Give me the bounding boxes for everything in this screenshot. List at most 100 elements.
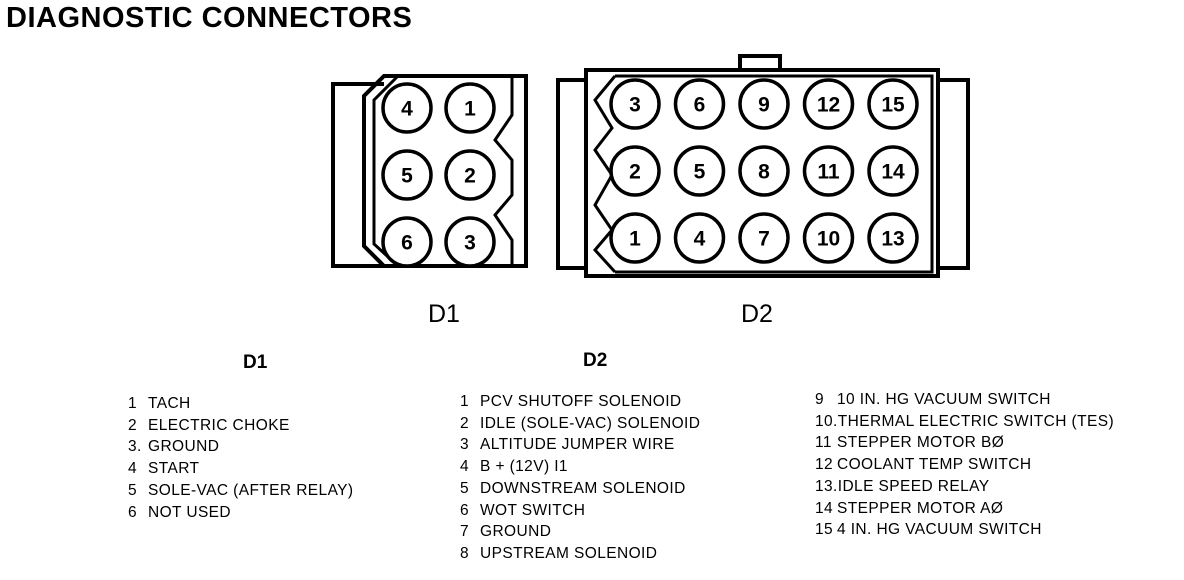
legend-item-text: SOLE-VAC (AFTER RELAY): [148, 481, 354, 499]
legend-item-number: 4: [460, 458, 470, 476]
d2-pin-6: [673, 78, 726, 130]
d2-pin-label-8: 8: [758, 161, 770, 184]
d2a-legend-item: 8 UPSTREAM SOLENOID: [460, 543, 700, 565]
legend-item-number: 15: [815, 521, 834, 539]
legend-item-text: STEPPER MOTOR BØ: [837, 434, 1005, 452]
legend-item-number: 6: [460, 501, 470, 519]
d1-pin-label-4: 4: [401, 98, 413, 121]
legend-item-text: GROUND: [148, 438, 220, 456]
d1-pin-label-5: 5: [401, 165, 413, 188]
d2-pin-label-15: 15: [881, 94, 905, 117]
d2-pin-4: [673, 212, 726, 264]
d2a-legend-item: 1 PCV SHUTOFF SOLENOID: [460, 391, 700, 413]
legend-item-text: ELECTRIC CHOKE: [148, 416, 290, 434]
legend-item-number: 1: [460, 393, 470, 410]
d1-connector-label: D1: [428, 300, 460, 328]
legend-item-number: 9: [815, 391, 825, 408]
legend-item-text: IDLE SPEED RELAY: [837, 477, 990, 495]
legend-item-text: COOLANT TEMP SWITCH: [837, 456, 1032, 474]
d2b-legend-item: 10.THERMAL ELECTRIC SWITCH (TES): [815, 411, 1114, 433]
d2-pin-1: [609, 212, 661, 264]
d1-legend-item: 4 START: [128, 458, 353, 480]
d2-pin-label-7: 7: [758, 228, 770, 251]
legend-item-text: 4 IN. HG VACUUM SWITCH: [837, 521, 1042, 539]
legend-item-number: 1: [128, 395, 138, 412]
d2-pin-label-3: 3: [629, 94, 641, 117]
d2a-legend-item: 6 WOT SWITCH: [460, 500, 700, 522]
d2-legend-heading: D2: [583, 350, 608, 371]
legend-item-text: ALTITUDE JUMPER WIRE: [480, 436, 675, 454]
d2-pin-8: [738, 145, 790, 197]
d1-pin-5: [381, 149, 433, 201]
d1-pin-label-1: 1: [464, 98, 476, 121]
legend-item-text: START: [148, 460, 200, 478]
d2-connector-housing: [556, 54, 970, 278]
d2-pin-label-5: 5: [694, 161, 706, 184]
d2b-legend-item: 9 10 IN. HG VACUUM SWITCH: [815, 389, 1114, 411]
d1-pin-2: [444, 149, 496, 201]
d2a-legend-item: 7 GROUND: [460, 521, 700, 543]
d1-connector-housing: [331, 74, 528, 268]
d2-connector-label: D2: [741, 300, 773, 328]
d2-pin-5: [673, 145, 726, 197]
legend-item-text: PCV SHUTOFF SOLENOID: [480, 393, 682, 410]
d2-pin-13: [867, 212, 919, 264]
d1-pin-4: [381, 82, 433, 134]
legend-item-text: UPSTREAM SOLENOID: [480, 544, 658, 562]
d2-pin-label-4: 4: [694, 228, 706, 251]
d1-legend-item: 6 NOT USED: [128, 502, 353, 524]
d1-pin-6: [381, 216, 433, 268]
legend-item-text: 10 IN. HG VACUUM SWITCH: [837, 391, 1051, 408]
legend-item-number: 8: [460, 544, 470, 562]
legend-item-text: STEPPER MOTOR AØ: [837, 499, 1004, 517]
d2-pin-label-12: 12: [817, 94, 840, 117]
d2-pin-label-11: 11: [817, 161, 840, 184]
d1-legend-heading: D1: [243, 352, 268, 373]
d1-legend-item: 3. GROUND: [128, 436, 353, 458]
d2-pin-label-1: 1: [629, 228, 641, 251]
legend-item-text: NOT USED: [148, 503, 232, 521]
legend-item-number: 10.: [815, 412, 838, 430]
d2-pin-14: [867, 145, 919, 197]
legend-item-number: 3.: [128, 438, 142, 456]
d2-pin-label-9: 9: [758, 94, 770, 117]
page-title: DIAGNOSTIC CONNECTORS: [6, 2, 413, 34]
d1-legend-item: 2 ELECTRIC CHOKE: [128, 415, 353, 437]
d2-pin-label-10: 10: [817, 228, 840, 251]
legend-item-number: 3: [460, 436, 470, 454]
d2-pin-11: [802, 145, 855, 197]
d2b-legend-item: 13.IDLE SPEED RELAY: [815, 476, 1114, 498]
d2-pin-legend-col2: 9 10 IN. HG VACUUM SWITCH 10.THERMAL ELECT…: [815, 389, 1114, 541]
legend-item-text: TACH: [148, 395, 191, 412]
legend-item-text: WOT SWITCH: [480, 501, 586, 519]
legend-item-number: 4: [128, 460, 138, 478]
d2-pin-label-13: 13: [881, 228, 904, 251]
legend-item-number: 7: [460, 523, 470, 541]
d1-legend-item: 1 TACH: [128, 393, 353, 415]
legend-item-text: DOWNSTREAM SOLENOID: [480, 479, 686, 497]
d2-pin-label-14: 14: [881, 161, 905, 184]
d2a-legend-item: 3 ALTITUDE JUMPER WIRE: [460, 434, 700, 456]
d2-pin-3: [609, 78, 661, 130]
d2-pin-15: [867, 78, 919, 130]
d2-pin-9: [738, 78, 790, 130]
legend-item-number: 6: [128, 503, 138, 521]
d2-pin-label-2: 2: [629, 161, 641, 184]
d2-pin-2: [609, 145, 661, 197]
d2-pin-7: [738, 212, 790, 264]
legend-item-number: 11: [815, 434, 832, 452]
legend-item-number: 2: [128, 416, 138, 434]
d1-pin-3: [444, 216, 496, 268]
legend-item-text: GROUND: [480, 523, 552, 541]
legend-item-number: 14: [815, 499, 834, 517]
d2-pin-12: [802, 78, 855, 130]
